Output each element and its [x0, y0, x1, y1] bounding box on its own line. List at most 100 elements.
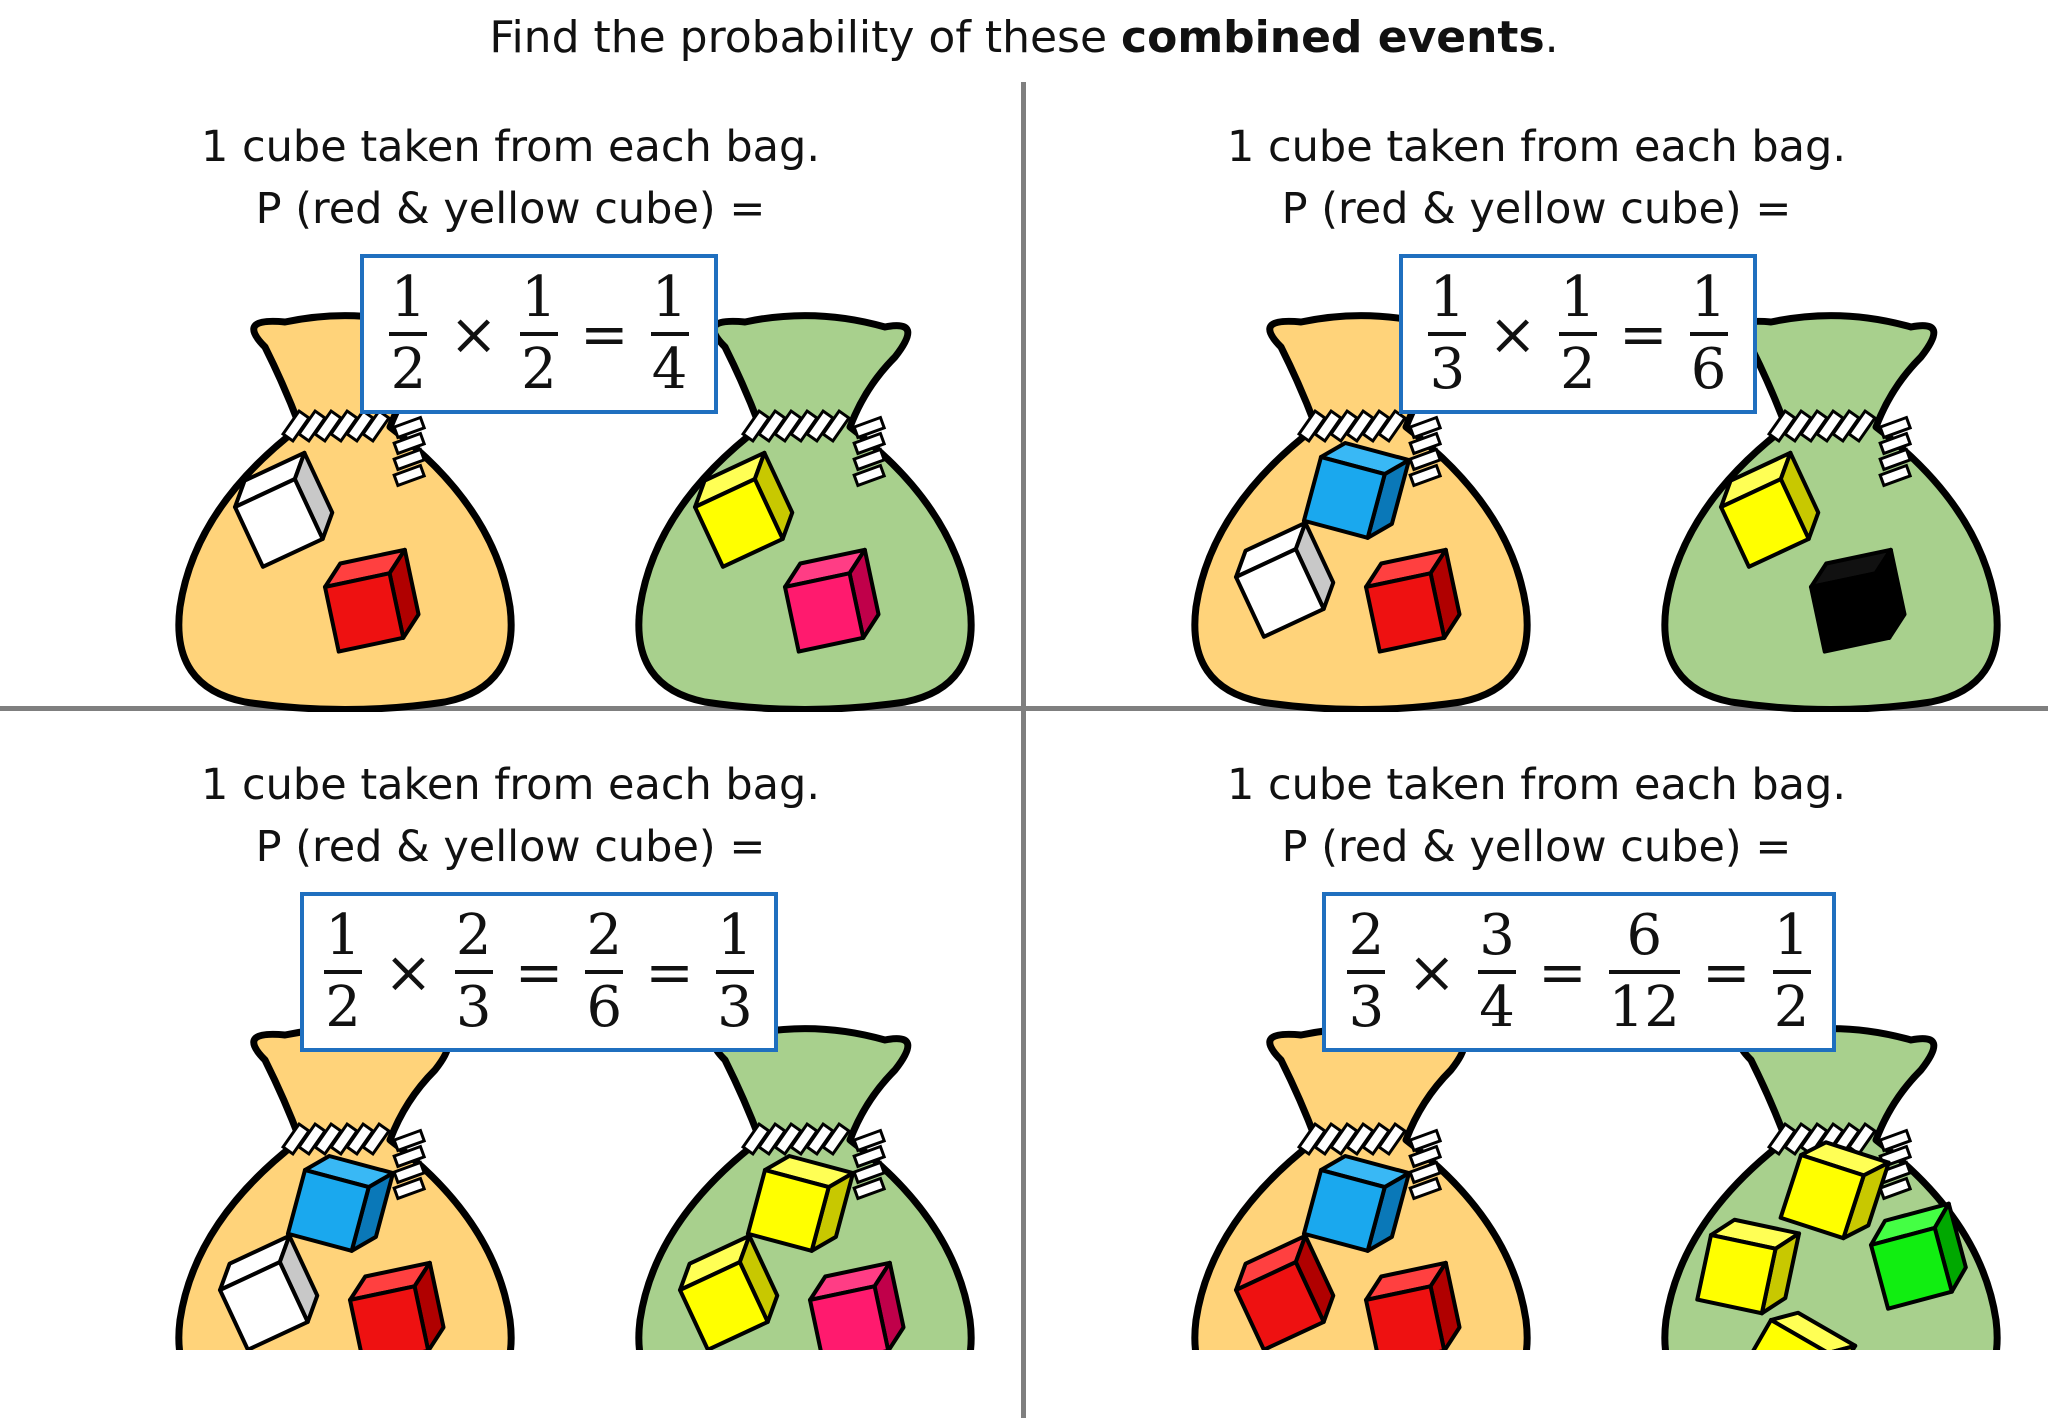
instruction-line-2: P (red & yellow cube) = — [1281, 822, 1792, 872]
rope-tie-icon — [740, 1122, 887, 1201]
instruction-line-1: 1 cube taken from each bag. — [200, 760, 820, 810]
times-sign: × — [384, 938, 433, 1006]
rope-tie-icon — [280, 409, 427, 488]
fraction-denominator: 3 — [1348, 975, 1385, 1040]
fraction-bar — [1559, 332, 1597, 336]
rope-tie-icon — [1296, 409, 1443, 488]
instruction-line-2: P (red & yellow cube) = — [255, 184, 766, 234]
instruction-line-2: P (red & yellow cube) = — [255, 822, 766, 872]
left-bag — [1191, 312, 1531, 712]
cube-red — [323, 547, 421, 654]
fraction-bar — [1428, 332, 1467, 336]
bags-scene — [1191, 312, 2001, 712]
left-bag — [175, 1025, 515, 1350]
fraction-denominator: 6 — [1690, 337, 1727, 402]
fraction-bar — [1608, 970, 1680, 974]
right-bag — [1661, 1025, 2001, 1350]
fraction-numerator: 1 — [1690, 265, 1727, 330]
right-bag — [635, 1025, 975, 1350]
instruction-line-1: 1 cube taken from each bag. — [200, 122, 820, 172]
fraction-bar — [1689, 332, 1728, 336]
cube-white — [218, 1233, 320, 1350]
fraction-numerator: 1 — [651, 265, 688, 330]
equals-sign: = — [645, 938, 694, 1006]
equals-sign: = — [1701, 938, 1751, 1006]
times-sign: × — [1407, 938, 1457, 1006]
cube-white — [1234, 520, 1336, 639]
fraction-bar — [324, 970, 363, 974]
fraction-numerator: 2 — [455, 903, 492, 968]
fraction-numerator: 2 — [586, 903, 623, 968]
left-bag — [1191, 1025, 1531, 1350]
cube-green — [1869, 1201, 1968, 1311]
instruction-line-1: 1 cube taken from each bag. — [1226, 760, 1846, 810]
fraction-denominator: 6 — [586, 975, 623, 1040]
fraction-numerator: 1 — [390, 265, 427, 330]
cube-yellow — [693, 450, 795, 569]
fraction-numerator: 3 — [1479, 903, 1515, 968]
fraction-numerator: 1 — [1560, 265, 1596, 330]
fraction-denominator: 12 — [1608, 975, 1680, 1040]
cube-blue — [1301, 440, 1412, 540]
cube-magenta — [808, 1260, 906, 1350]
equals-sign: = — [514, 938, 564, 1006]
cube-yellow — [1695, 1217, 1802, 1316]
fraction-denominator: 2 — [521, 337, 557, 402]
cube-blue — [285, 1153, 396, 1253]
title-bold: combined events — [1121, 12, 1545, 63]
page-title: Find the probability of these combined e… — [0, 12, 2048, 63]
right-bag — [635, 312, 975, 712]
fraction-numerator: 1 — [521, 265, 557, 330]
cube-red — [348, 1260, 446, 1350]
fraction-numerator: 2 — [1348, 903, 1385, 968]
instruction-line-2: P (red & yellow cube) = — [1281, 184, 1792, 234]
horizontal-divider — [0, 706, 2048, 711]
question-panel-1: 1 cube taken from each bag. P (red & yel… — [0, 82, 1021, 712]
cube-yellow — [1778, 1140, 1891, 1241]
fraction-numerator: 1 — [325, 903, 361, 968]
bags-scene — [175, 1025, 975, 1350]
fraction-denominator: 2 — [1560, 337, 1596, 402]
equals-sign: = — [1619, 300, 1668, 368]
fraction-denominator: 3 — [717, 975, 753, 1040]
title-suffix: . — [1544, 12, 1559, 63]
fraction-numerator: 1 — [1429, 265, 1466, 330]
bags-scene — [175, 312, 975, 712]
cube-red — [1364, 1260, 1462, 1350]
rope-tie-icon — [1766, 409, 1913, 488]
left-bag — [175, 312, 515, 712]
rope-tie-icon — [280, 1122, 427, 1201]
cube-black — [1809, 547, 1907, 654]
fraction-bar — [715, 970, 754, 974]
cube-white — [233, 450, 335, 569]
fraction-bar — [454, 970, 493, 974]
fraction-bar — [389, 332, 428, 336]
cube-yellow — [1719, 450, 1821, 569]
times-sign: × — [1488, 300, 1537, 368]
fraction-denominator: 2 — [1773, 975, 1810, 1040]
cube-yellow — [678, 1233, 780, 1350]
cube-red — [1234, 1233, 1336, 1350]
fraction-bar — [520, 332, 558, 336]
fraction-denominator: 2 — [390, 337, 427, 402]
instruction-line-1: 1 cube taken from each bag. — [1226, 122, 1846, 172]
fraction-denominator: 4 — [1479, 975, 1515, 1040]
rope-tie-icon — [740, 409, 887, 488]
fraction-denominator: 3 — [1429, 337, 1466, 402]
fraction-denominator: 3 — [455, 975, 492, 1040]
fraction-bar — [585, 970, 624, 974]
